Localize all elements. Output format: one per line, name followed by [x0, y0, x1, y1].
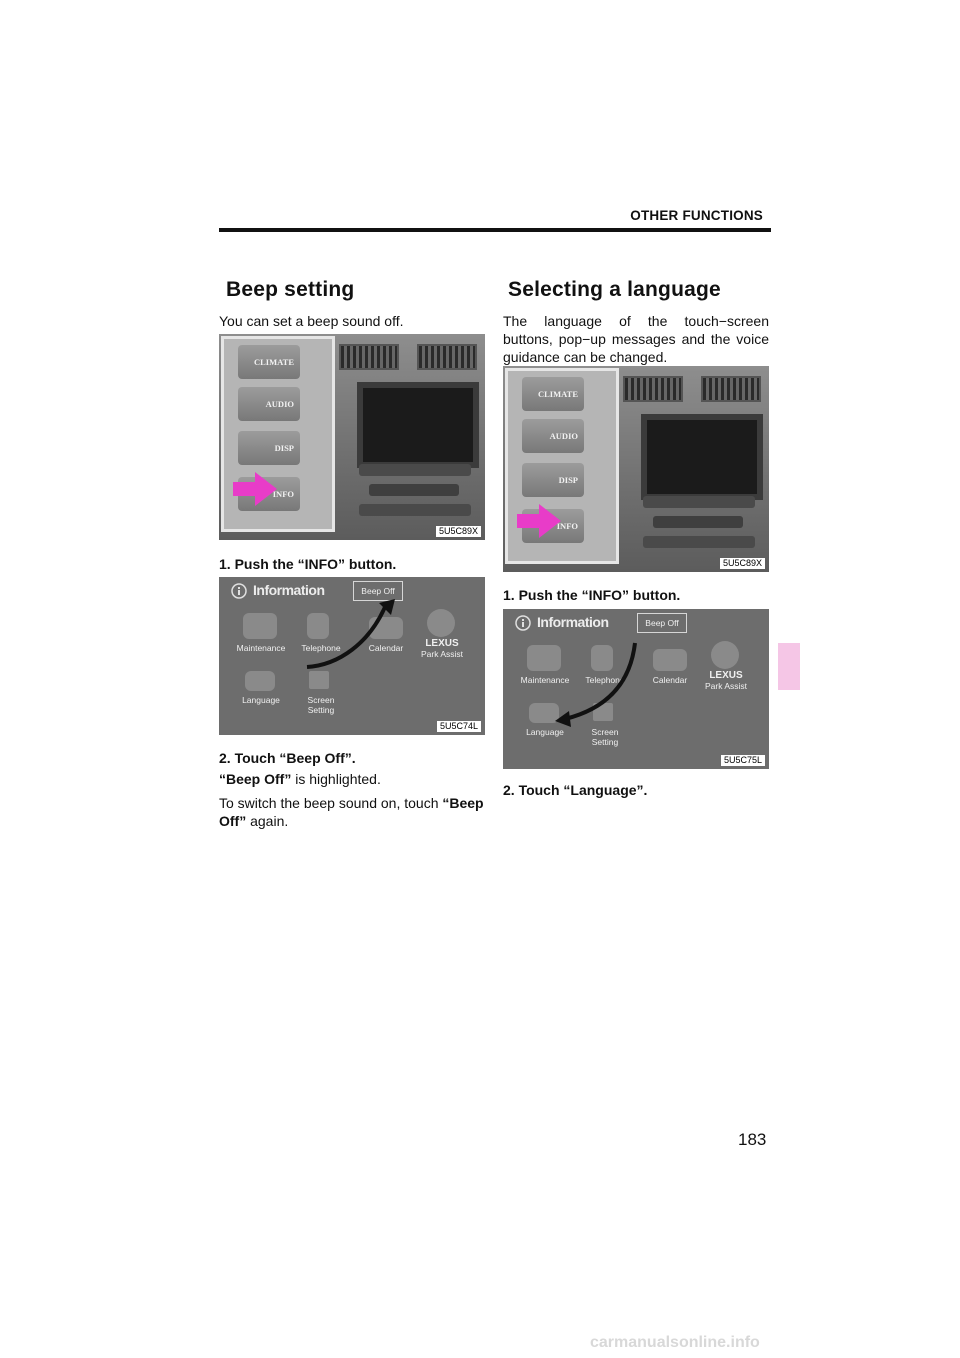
- screen-label[interactable]: Screen: [591, 727, 619, 737]
- switch-text: To switch the beep sound on, touch: [219, 795, 443, 811]
- control-strip: [643, 536, 755, 548]
- dashboard-figure: CLIMATE AUDIO DISP INFO 5U5C89X: [503, 366, 769, 572]
- figure-code: 5U5C89X: [719, 558, 765, 569]
- air-vent: [623, 376, 683, 402]
- header-rule: [219, 228, 771, 232]
- section-tab: [778, 643, 800, 690]
- screen-label[interactable]: Screen: [307, 695, 335, 705]
- cd-slot: [653, 516, 743, 528]
- language-step-1: 1. Push the “INFO” button.: [503, 587, 681, 603]
- info-screen-figure: Information Beep Off Maintenance Telepho…: [503, 609, 769, 769]
- audio-button: AUDIO: [522, 419, 584, 453]
- language-button[interactable]: Language: [526, 727, 564, 737]
- lexus-label[interactable]: LEXUS: [425, 638, 459, 649]
- screen-title: Information: [537, 614, 609, 630]
- pointer-arrow-icon: [233, 472, 277, 506]
- info-icon: [515, 615, 531, 631]
- calendar-button[interactable]: Calendar: [368, 643, 404, 653]
- language-intro: The language of the touch−screen buttons…: [503, 313, 769, 365]
- control-strip: [643, 496, 755, 508]
- switch-text-end: again.: [246, 813, 289, 829]
- climate-button: CLIMATE: [238, 345, 300, 379]
- phone-icon: [307, 613, 329, 639]
- disp-button: DISP: [522, 463, 584, 497]
- language-button[interactable]: Language: [242, 695, 280, 705]
- beep-result: “Beep Off” is highlighted.: [219, 770, 381, 788]
- dashboard-figure: CLIMATE AUDIO DISP INFO 5U5C89X: [219, 334, 485, 540]
- info-icon: [231, 583, 247, 599]
- running-header: OTHER FUNCTIONS: [630, 208, 763, 223]
- park-assist-button[interactable]: Park Assist: [704, 681, 748, 691]
- page-number: 183: [738, 1130, 767, 1149]
- beep-step-1: 1. Push the “INFO” button.: [219, 556, 397, 572]
- beep-intro: You can set a beep sound off.: [219, 313, 404, 329]
- air-vent: [701, 376, 761, 402]
- heading-selecting-language: Selecting a language: [508, 278, 721, 301]
- beep-result-text: is highlighted.: [291, 771, 381, 787]
- screen-setting-icon: [309, 671, 329, 689]
- wrench-icon: [527, 645, 561, 671]
- display-screen: [357, 382, 479, 468]
- screen-title: Information: [253, 582, 325, 598]
- figure-code: 5U5C75L: [720, 755, 765, 766]
- maintenance-button[interactable]: Maintenance: [520, 675, 570, 685]
- button-panel-zoom: CLIMATE AUDIO DISP INFO: [221, 336, 335, 532]
- disp-button: DISP: [238, 431, 300, 465]
- setting-label[interactable]: Setting: [591, 737, 619, 747]
- watermark: carmanualsonline.info: [590, 1334, 760, 1351]
- calendar-button[interactable]: Calendar: [652, 675, 688, 685]
- button-panel-zoom: CLIMATE AUDIO DISP INFO: [505, 368, 619, 564]
- air-vent: [417, 344, 477, 370]
- curved-arrow-icon: [306, 599, 395, 669]
- telephone-button[interactable]: Telephone: [301, 643, 341, 653]
- climate-button: CLIMATE: [522, 377, 584, 411]
- phone-icon: [591, 645, 613, 671]
- setting-label[interactable]: Setting: [307, 705, 335, 715]
- telephone-button[interactable]: Telephone: [585, 675, 625, 685]
- language-icon: [529, 703, 559, 723]
- maintenance-button[interactable]: Maintenance: [236, 643, 286, 653]
- info-screen-figure: Information Beep Off Maintenance Telepho…: [219, 577, 485, 735]
- park-assist-icon: [711, 641, 739, 669]
- heading-beep-setting: Beep setting: [226, 278, 355, 301]
- beep-step-2: 2. Touch “Beep Off”.: [219, 750, 356, 766]
- lexus-label[interactable]: LEXUS: [709, 670, 743, 681]
- calendar-icon: [653, 649, 687, 671]
- beep-off-button[interactable]: Beep Off: [637, 613, 687, 633]
- wrench-icon: [243, 613, 277, 639]
- figure-code: 5U5C74L: [436, 721, 481, 732]
- control-strip: [359, 504, 471, 516]
- beep-switch-instruction: To switch the beep sound on, touch “Beep…: [219, 794, 487, 830]
- park-assist-button[interactable]: Park Assist: [420, 649, 464, 659]
- pointer-arrow-icon: [517, 504, 561, 538]
- control-strip: [359, 464, 471, 476]
- cd-slot: [369, 484, 459, 496]
- language-icon: [245, 671, 275, 691]
- beep-off-emphasis: “Beep Off”: [219, 795, 484, 829]
- air-vent: [339, 344, 399, 370]
- curved-arrow-icon: [555, 642, 637, 727]
- display-screen: [641, 414, 763, 500]
- beep-off-button[interactable]: Beep Off: [353, 581, 403, 601]
- audio-button: AUDIO: [238, 387, 300, 421]
- figure-code: 5U5C89X: [435, 526, 481, 537]
- beep-off-emphasis: “Beep Off”: [219, 771, 292, 787]
- language-step-2: 2. Touch “Language”.: [503, 782, 648, 798]
- park-assist-icon: [427, 609, 455, 637]
